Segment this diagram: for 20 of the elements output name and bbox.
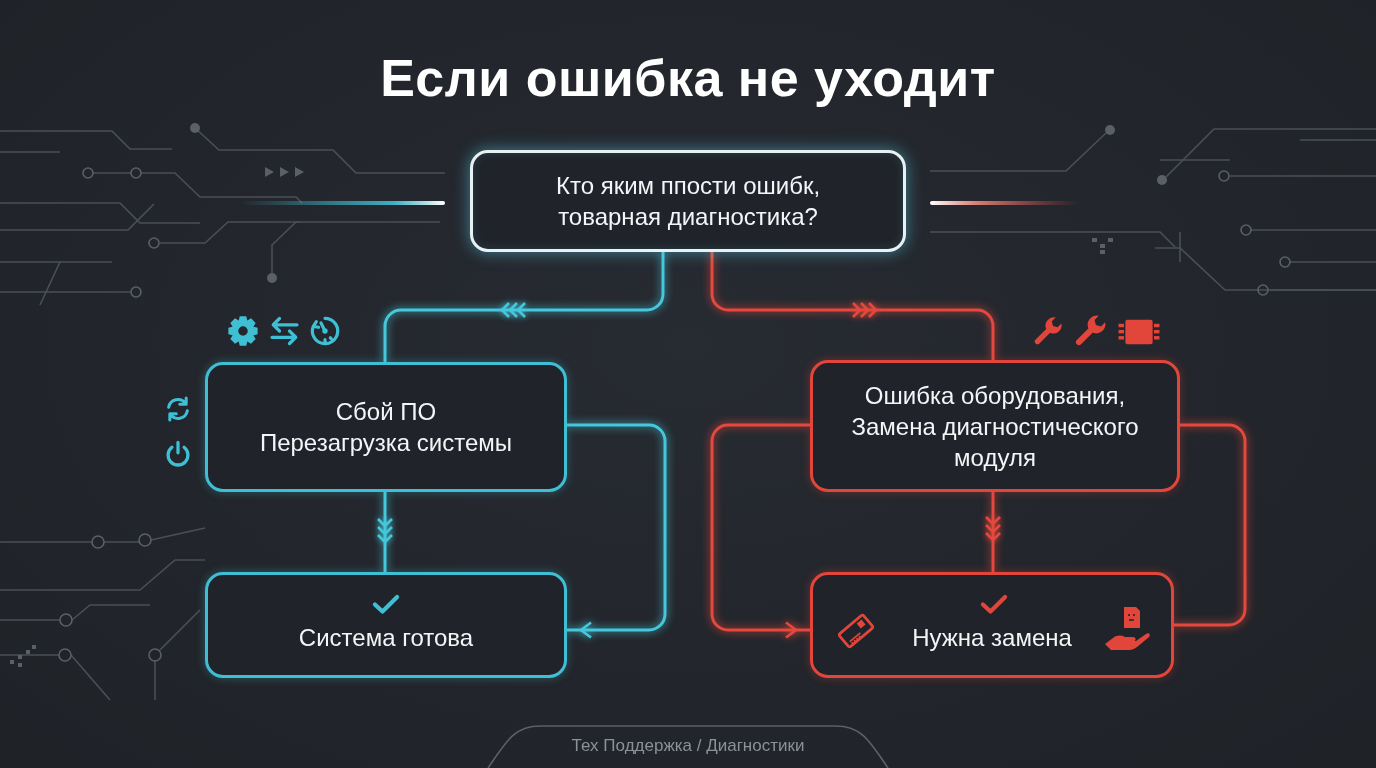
- box-text: Система готова: [298, 622, 474, 653]
- arrow: [710, 252, 995, 360]
- title: Если ошибка не уходит: [380, 48, 996, 108]
- arrow: [376, 492, 394, 572]
- result-box: [205, 572, 567, 678]
- connector-line: [1174, 423, 1247, 627]
- arrow: [567, 423, 667, 639]
- box-text: Сбой ПО: [335, 397, 437, 427]
- arrow: [984, 492, 1002, 572]
- process-box: [205, 362, 567, 492]
- box-text: Ошибка оборудования, Замена диагностического модуля: [850, 380, 1140, 473]
- arrow: [710, 423, 810, 639]
- box-text: Перезагрузка системы: [259, 428, 513, 458]
- box-text: Кто яким ппости ошибк, товарная диагностика?: [554, 171, 822, 232]
- arrow: [383, 252, 665, 362]
- footer-text: Тех Поддержка / Диагностики: [571, 736, 805, 756]
- question-box: [470, 150, 906, 252]
- box-text: Нужна замена: [912, 622, 1072, 653]
- result-box: [810, 572, 1174, 678]
- process-box: [810, 360, 1180, 492]
